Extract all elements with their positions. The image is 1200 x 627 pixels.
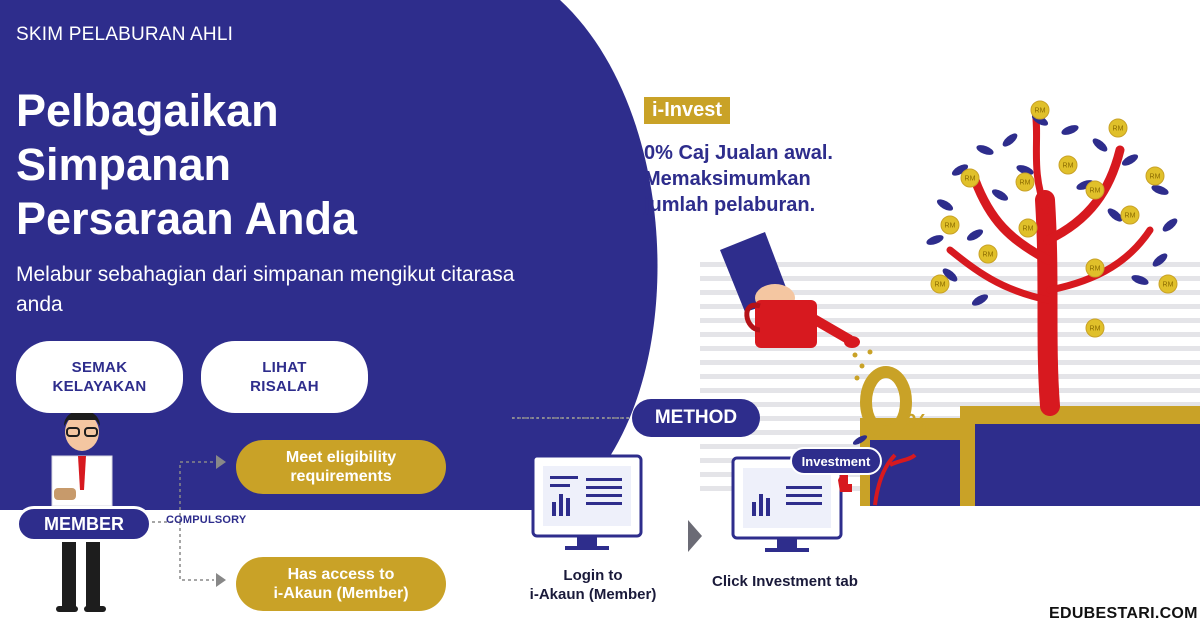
title-line-2: Simpanan — [16, 139, 232, 190]
watering-can — [720, 232, 860, 348]
coin-label: RM — [965, 176, 976, 183]
coin-label: RM — [1090, 188, 1101, 195]
login-line-1: Login to — [563, 567, 623, 584]
page-kicker: SKIM PELABURAN AHLI — [16, 24, 234, 45]
coin-label: RM — [983, 252, 994, 259]
coin-label: RM — [1090, 266, 1101, 273]
i-invest-description: 0% Caj Jualan awal. Memaksimumkan jumlah… — [644, 140, 833, 218]
coin-label: RM — [1023, 226, 1034, 233]
coin-label: RM — [1063, 163, 1074, 170]
click-investment-label: Click Investment tab — [712, 573, 858, 590]
coin-label: RM — [1150, 174, 1161, 181]
lihat-label-line-2: RISALAH — [250, 378, 319, 395]
coin-label: RM — [1090, 326, 1101, 333]
compulsory-label: COMPULSORY — [166, 514, 247, 526]
invest-line-1: 0% Caj Jualan awal. — [644, 142, 833, 164]
monitor-login — [531, 454, 643, 550]
req-line-2: requirements — [290, 468, 392, 485]
member-character — [51, 410, 113, 612]
iakaun-access-pill: Has access to i-Akaun (Member) — [236, 557, 446, 611]
stairs — [860, 406, 1200, 506]
sprout — [873, 453, 917, 506]
coin-label: RM — [935, 282, 946, 289]
page-title: Pelbagaikan Simpanan Persaraan Anda — [16, 84, 357, 246]
req-line-1: Meet eligibility — [285, 449, 397, 466]
monitor-investment — [731, 456, 843, 552]
coin-label: RM — [1035, 108, 1046, 115]
invest-line-3: jumlah pelaburan. — [644, 194, 816, 216]
login-step-label: Login to i-Akaun (Member) — [518, 566, 668, 604]
page-subtitle: Melabur sebahagian dari simpanan mengiku… — [16, 263, 515, 316]
investment-tab-pill[interactable]: Investment — [790, 447, 882, 475]
coin-label: RM — [1125, 213, 1136, 220]
invest-line-2: Memaksimumkan — [644, 168, 811, 190]
percent-sign: % — [906, 408, 929, 438]
i-invest-badge: i-Invest — [644, 97, 731, 124]
coin-label: RM — [1113, 126, 1124, 133]
semak-label-line-1: SEMAK — [71, 359, 128, 376]
title-line-3: Persaraan Anda — [16, 193, 357, 244]
method-tag: METHOD — [632, 399, 760, 437]
eligibility-requirement-pill: Meet eligibility requirements — [236, 440, 446, 494]
brand-watermark: EDUBESTARI.COM — [1049, 605, 1198, 622]
rm-coins — [930, 100, 1178, 338]
lihat-risalah-button[interactable]: LIHAT RISALAH — [201, 341, 368, 413]
lihat-label-line-1: LIHAT — [262, 359, 307, 376]
coin-label: RM — [945, 223, 956, 230]
title-line-1: Pelbagaikan — [16, 85, 279, 136]
login-line-2: i-Akaun (Member) — [529, 586, 657, 603]
coin-label: RM — [1163, 282, 1174, 289]
tree — [946, 106, 1154, 416]
member-tag: MEMBER — [16, 506, 152, 542]
step-arrow — [688, 520, 702, 552]
hand-cursor-icon — [838, 472, 852, 492]
semak-kelayakan-button[interactable]: SEMAK KELAYAKAN — [16, 341, 183, 413]
acc-line-1: Has access to — [287, 566, 395, 583]
semak-label-line-2: KELAYAKAN — [52, 378, 147, 395]
zero-percent-graphic: % — [860, 366, 929, 438]
coin-label: RM — [1020, 180, 1031, 187]
acc-line-2: i-Akaun (Member) — [273, 585, 409, 602]
